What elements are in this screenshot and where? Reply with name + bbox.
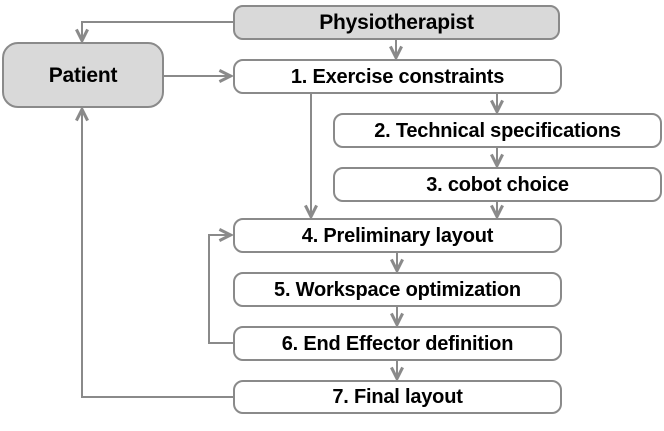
node-step5-label: 5. Workspace optimization [274,278,521,301]
node-physiotherapist-label: Physiotherapist [319,11,474,34]
node-step7-final-layout: 7. Final layout [233,380,562,414]
node-step2-label: 2. Technical specifications [374,119,621,142]
connector-physiotherapist-to-patient [82,21,233,39]
node-step4-preliminary-layout: 4. Preliminary layout [233,218,562,253]
node-step5-workspace-optimization: 5. Workspace optimization [233,272,562,307]
node-step1-exercise-constraints: 1. Exercise constraints [233,59,562,94]
node-step2-technical-specifications: 2. Technical specifications [333,113,662,148]
node-step3-cobot-choice: 3. cobot choice [333,167,662,202]
node-patient-label: Patient [48,63,118,87]
node-step6-label: 6. End Effector definition [281,332,514,355]
connector-step6-to-step4-feedback [208,235,233,344]
node-physiotherapist: Physiotherapist [233,5,560,40]
node-step4-label: 4. Preliminary layout [301,224,494,247]
node-step3-label: 3. cobot choice [426,173,569,196]
node-step1-label: 1. Exercise constraints [290,65,505,88]
node-step7-label: 7. Final layout [332,386,463,408]
connector-step7-to-patient-feedback [82,111,233,398]
node-step6-end-effector-definition: 6. End Effector definition [233,326,562,361]
node-patient: Patient [2,42,164,108]
